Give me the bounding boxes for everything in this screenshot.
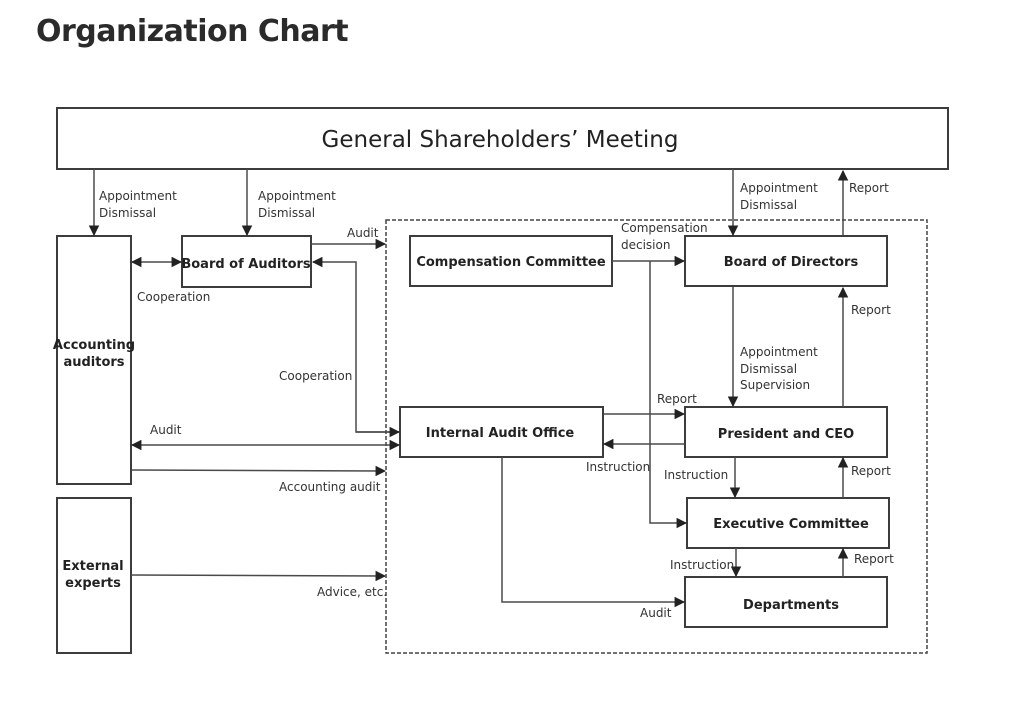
node-label: General Shareholders’ Meeting: [322, 127, 679, 153]
node-accounting-auditors[interactable]: Accounting auditors: [53, 235, 135, 485]
node-label: Internal Audit Office: [426, 426, 575, 441]
node-board-of-directors[interactable]: Board of Directors: [684, 235, 888, 287]
node-label-line1: Accounting: [53, 338, 135, 353]
node-compensation-committee[interactable]: Compensation Committee: [409, 235, 613, 287]
node-label: Board of Directors: [724, 255, 859, 270]
svg-text:Report: Report: [851, 464, 891, 478]
edge-gsm-to-board-of-auditors: Appointment Dismissal: [241, 169, 336, 237]
node-president-ceo[interactable]: President and CEO: [684, 406, 888, 458]
svg-text:Supervision: Supervision: [740, 378, 810, 392]
svg-text:Appointment: Appointment: [258, 189, 336, 203]
svg-text:Appointment: Appointment: [740, 345, 818, 359]
edge-directors-to-ceo: Appointment Dismissal Supervision: [727, 287, 818, 408]
svg-text:Audit: Audit: [150, 423, 182, 437]
node-label: President and CEO: [718, 427, 854, 442]
company-boundary: [385, 219, 928, 654]
edge-board-of-directors-report-to-gsm: Report: [837, 169, 889, 235]
svg-text:Dismissal: Dismissal: [740, 362, 797, 376]
svg-text:Dismissal: Dismissal: [99, 206, 156, 220]
svg-text:Instruction: Instruction: [664, 468, 728, 482]
edge-auditors-accounting-cooperation: Cooperation: [130, 256, 210, 304]
edge-ceo-report-to-directors: Report: [837, 286, 891, 407]
svg-text:Instruction: Instruction: [670, 558, 734, 572]
edge-exec-instruction-to-departments: Instruction: [670, 548, 742, 578]
svg-text:Report: Report: [854, 552, 894, 566]
node-internal-audit-office[interactable]: Internal Audit Office: [399, 406, 604, 458]
node-board-of-auditors[interactable]: Board of Auditors: [181, 235, 312, 288]
node-executive-committee[interactable]: Executive Committee: [686, 497, 890, 549]
svg-text:Appointment: Appointment: [99, 189, 177, 203]
edge-ceo-instruction-to-audit-office: Instruction: [586, 438, 685, 474]
node-label: Compensation Committee: [416, 255, 606, 270]
svg-text:Report: Report: [657, 392, 697, 406]
edge-external-experts-advice: Advice, etc.: [130, 570, 387, 599]
edge-compensation-decision: Compensation decision: [612, 221, 708, 529]
edge-accounting-audit: Accounting audit: [130, 465, 387, 494]
node-label-line2: auditors: [63, 355, 124, 370]
svg-text:Appointment: Appointment: [740, 181, 818, 195]
edge-audit-office-to-departments: Audit: [501, 457, 686, 620]
node-label-line1: External: [62, 559, 123, 574]
svg-text:decision: decision: [621, 238, 670, 252]
node-label: Executive Committee: [713, 517, 869, 532]
node-label-line2: experts: [65, 576, 121, 591]
edge-gsm-to-board-of-directors: Appointment Dismissal: [727, 169, 818, 237]
svg-text:Dismissal: Dismissal: [258, 206, 315, 220]
edge-ceo-instruction-to-exec: Instruction: [664, 457, 741, 499]
svg-text:Compensation: Compensation: [621, 221, 708, 235]
node-label: Board of Auditors: [181, 257, 311, 272]
edge-accounting-audit-bidirectional: Audit: [130, 423, 401, 451]
svg-text:Instruction: Instruction: [586, 460, 650, 474]
node-label: Departments: [743, 598, 839, 613]
edge-exec-report-to-ceo: Report: [837, 456, 891, 498]
svg-text:Report: Report: [851, 303, 891, 317]
edge-gsm-to-accounting-auditors: Appointment Dismissal: [88, 169, 177, 237]
svg-text:Dismissal: Dismissal: [740, 198, 797, 212]
svg-text:Advice, etc.: Advice, etc.: [317, 585, 387, 599]
edge-audit-office-cooperation: Cooperation: [279, 256, 401, 438]
edge-audit-office-report-to-ceo: Report: [603, 392, 697, 420]
page-title: Organization Chart: [36, 14, 349, 49]
svg-text:Audit: Audit: [640, 606, 672, 620]
svg-text:Accounting audit: Accounting audit: [279, 480, 381, 494]
node-departments[interactable]: Departments: [684, 576, 888, 628]
svg-text:Cooperation: Cooperation: [279, 369, 352, 383]
edge-departments-report-to-exec: Report: [837, 547, 894, 577]
node-general-shareholders-meeting[interactable]: General Shareholders’ Meeting: [56, 107, 949, 170]
node-external-experts[interactable]: External experts: [56, 497, 132, 654]
svg-text:Cooperation: Cooperation: [137, 290, 210, 304]
svg-text:Report: Report: [849, 181, 889, 195]
edge-board-of-auditors-audit: Audit: [311, 226, 387, 250]
svg-text:Audit: Audit: [347, 226, 379, 240]
